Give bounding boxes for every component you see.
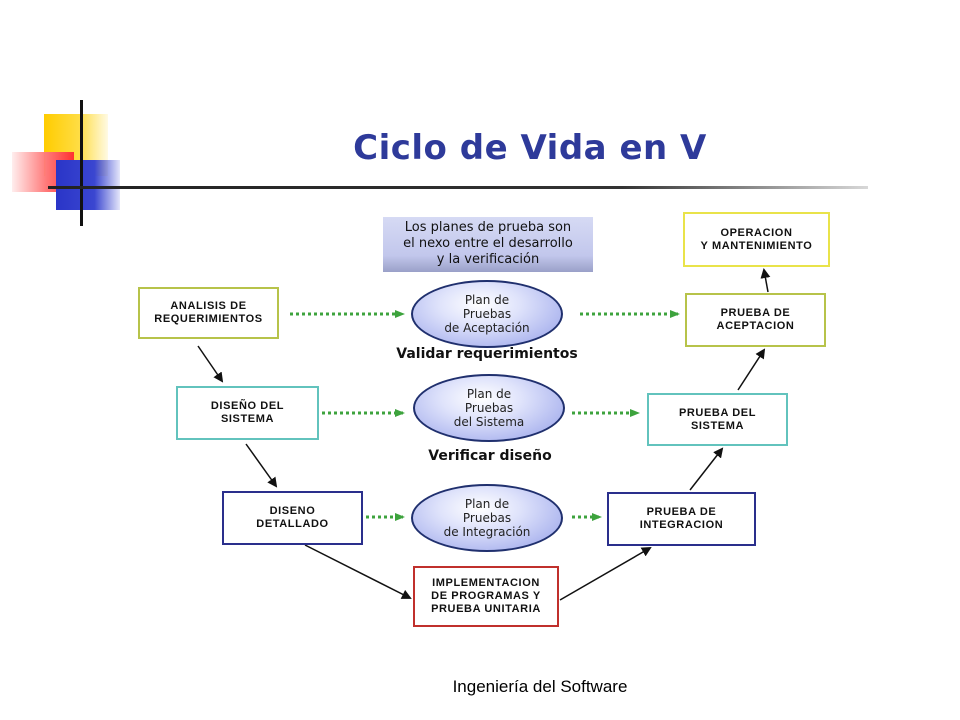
arrow-aceptacion-to-operacion <box>760 268 771 293</box>
caption-verificar: Verificar diseño <box>428 448 552 464</box>
decorative-vertical-line <box>80 100 83 226</box>
box-prueba-integracion: PRUEBA DE INTEGRACION <box>607 492 756 546</box>
plan-pruebas-sistema: Plan de Pruebas del Sistema <box>413 374 565 442</box>
plan-pruebas-aceptacion: Plan de Pruebas de Aceptación <box>411 280 563 348</box>
decorative-horizontal-line <box>48 186 868 189</box>
arrow-diseno-to-detallado <box>245 443 278 488</box>
arrow-detallado-to-implementacion <box>304 544 412 599</box>
box-operacion-mantenimiento: OPERACION Y MANTENIMIENTO <box>683 212 830 267</box>
arrow-integracion-to-sistema <box>689 447 724 491</box>
box-implementacion: IMPLEMENTACION DE PROGRAMAS Y PRUEBA UNI… <box>413 566 559 627</box>
box-diseno-detallado: DISENO DETALLADO <box>222 491 363 545</box>
box-prueba-sistema: PRUEBA DEL SISTEMA <box>647 393 788 446</box>
arrow-implementacion-to-integracion <box>559 546 652 601</box>
box-diseno-sistema: DISEÑO DEL SISTEMA <box>176 386 319 440</box>
caption-validar: Validar requerimientos <box>396 346 578 362</box>
page-title: Ciclo de Vida en V <box>353 128 707 168</box>
footer-text: Ingeniería del Software <box>452 677 628 696</box>
arrow-analisis-to-diseno <box>197 345 224 383</box>
decorative-blue-square <box>56 160 120 210</box>
note-box: Los planes de prueba son el nexo entre e… <box>383 217 593 272</box>
arrow-sistema-to-aceptacion <box>737 348 766 391</box>
plan-pruebas-integracion: Plan de Pruebas de Integración <box>411 484 563 552</box>
box-analisis-requerimientos: ANALISIS DE REQUERIMIENTOS <box>138 287 279 339</box>
box-prueba-aceptacion: PRUEBA DE ACEPTACION <box>685 293 826 347</box>
